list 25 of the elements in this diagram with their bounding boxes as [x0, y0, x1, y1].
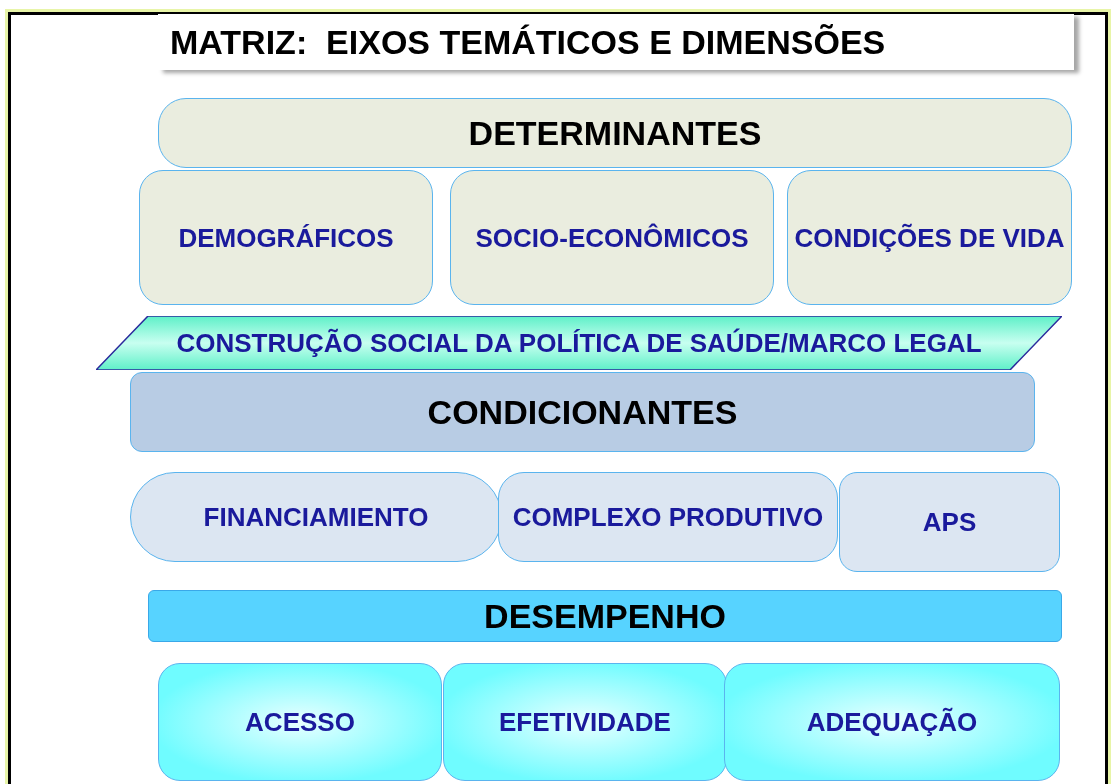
node-label: ACESSO: [244, 709, 356, 735]
rounded-box: [443, 663, 727, 781]
node-label: DESEMPENHO: [483, 599, 727, 633]
category-header-bar: [158, 98, 1072, 168]
node-label: FINANCIAMIENTO: [202, 504, 430, 530]
rounded-box: [787, 170, 1072, 305]
node-label: APS: [921, 509, 978, 535]
node-label: CONDIÇÕES DE VIDA: [793, 224, 1066, 251]
category-header-bar: [130, 372, 1035, 452]
category-header-bar: [148, 590, 1062, 642]
node-label: ADEQUAÇÃO: [805, 709, 979, 735]
title: MATRIZ: EIXOS TEMÁTICOS E DIMENSÕES: [170, 21, 886, 63]
node-label: DEMOGRÁFICOS: [177, 224, 395, 251]
rounded-box: [839, 472, 1060, 572]
node-label: EFETIVIDADE: [498, 709, 672, 735]
rounded-box: [158, 663, 442, 781]
rounded-box: [450, 170, 774, 305]
node-label: CONDICIONANTES: [426, 395, 739, 429]
rounded-box: [139, 170, 433, 305]
node-label: SOCIO-ECONÔMICOS: [474, 224, 750, 251]
node-label: CONSTRUÇÃO SOCIAL DA POLÍTICA DE SAÚDE/MARCO LEGAL: [175, 330, 983, 356]
node-label: DETERMINANTES: [467, 116, 763, 150]
node-label: COMPLEXO PRODUTIVO: [511, 504, 825, 530]
rounded-box: [498, 472, 838, 562]
rounded-box: [724, 663, 1060, 781]
